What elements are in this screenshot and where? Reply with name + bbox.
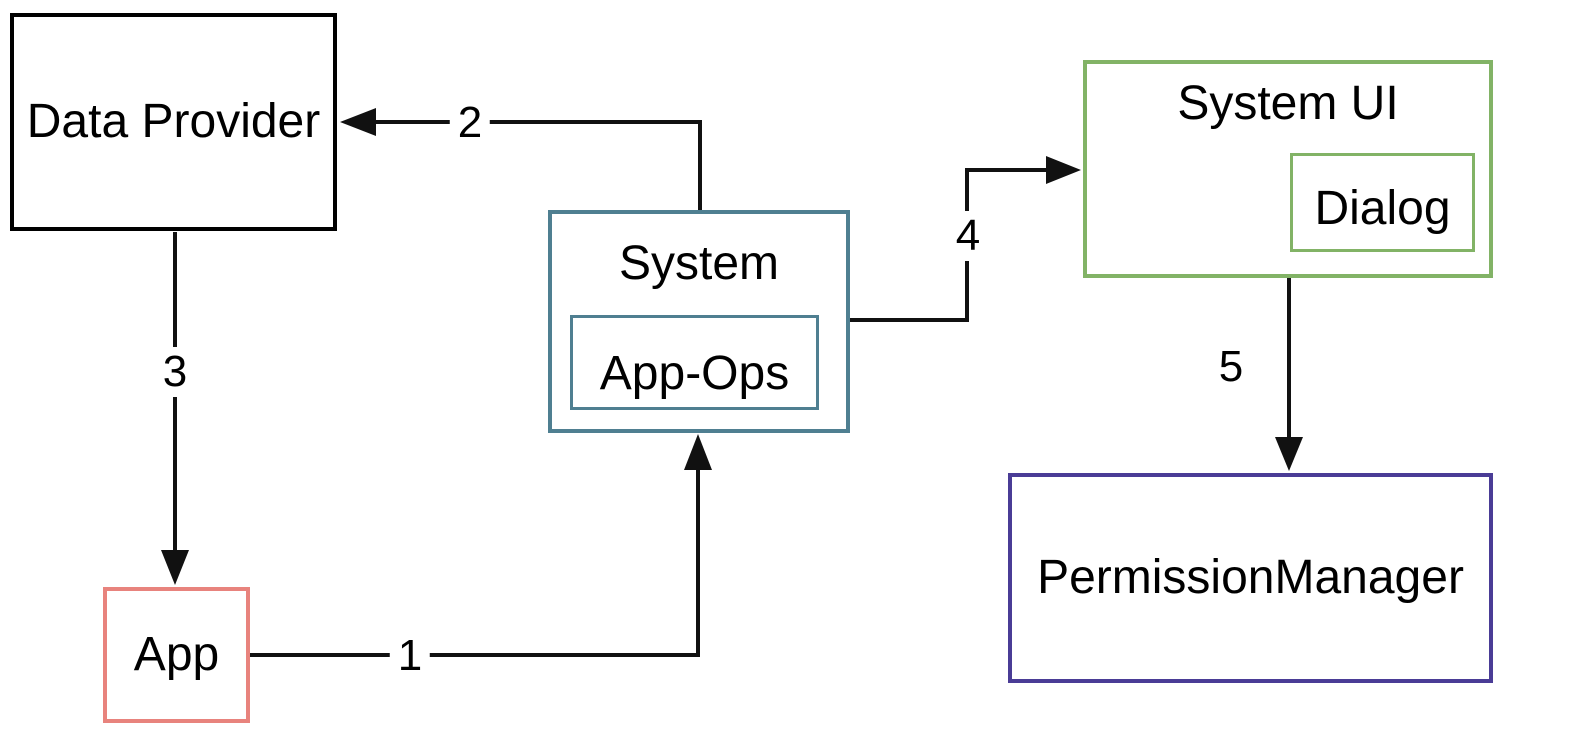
edge-2-arrowhead-left	[340, 108, 376, 136]
edge-1-arrowhead-up	[684, 434, 712, 470]
app-node: App	[103, 587, 250, 723]
app-ops-node: App-Ops	[570, 315, 819, 410]
edge-label-2: 2	[449, 98, 491, 148]
system-label: System	[618, 237, 780, 290]
data-provider-label: Data Provider	[26, 94, 321, 148]
dialog-label: Dialog	[1314, 182, 1451, 236]
edge-3-arrowhead-down	[161, 550, 189, 585]
edge-label-5: 5	[1210, 342, 1252, 392]
app-label: App	[133, 627, 220, 681]
system-ui-label: System UI	[1177, 77, 1399, 130]
edge-label-4: 4	[947, 211, 989, 261]
edge-label-3: 3	[154, 347, 196, 397]
system-node: System App-Ops	[548, 210, 850, 433]
data-provider-node: Data Provider	[10, 13, 337, 231]
edge-5-arrowhead-down	[1275, 437, 1303, 471]
permission-manager-label: PermissionManager	[1037, 550, 1464, 604]
edge-1-line	[250, 468, 700, 657]
app-ops-label: App-Ops	[599, 347, 790, 401]
edge-4-arrowhead-right	[1046, 156, 1081, 184]
system-ui-node: System UI Dialog	[1083, 60, 1493, 278]
edge-label-1: 1	[389, 631, 431, 681]
edge-2-line	[374, 120, 702, 210]
permission-manager-node: PermissionManager	[1008, 473, 1493, 683]
dialog-node: Dialog	[1290, 153, 1475, 252]
